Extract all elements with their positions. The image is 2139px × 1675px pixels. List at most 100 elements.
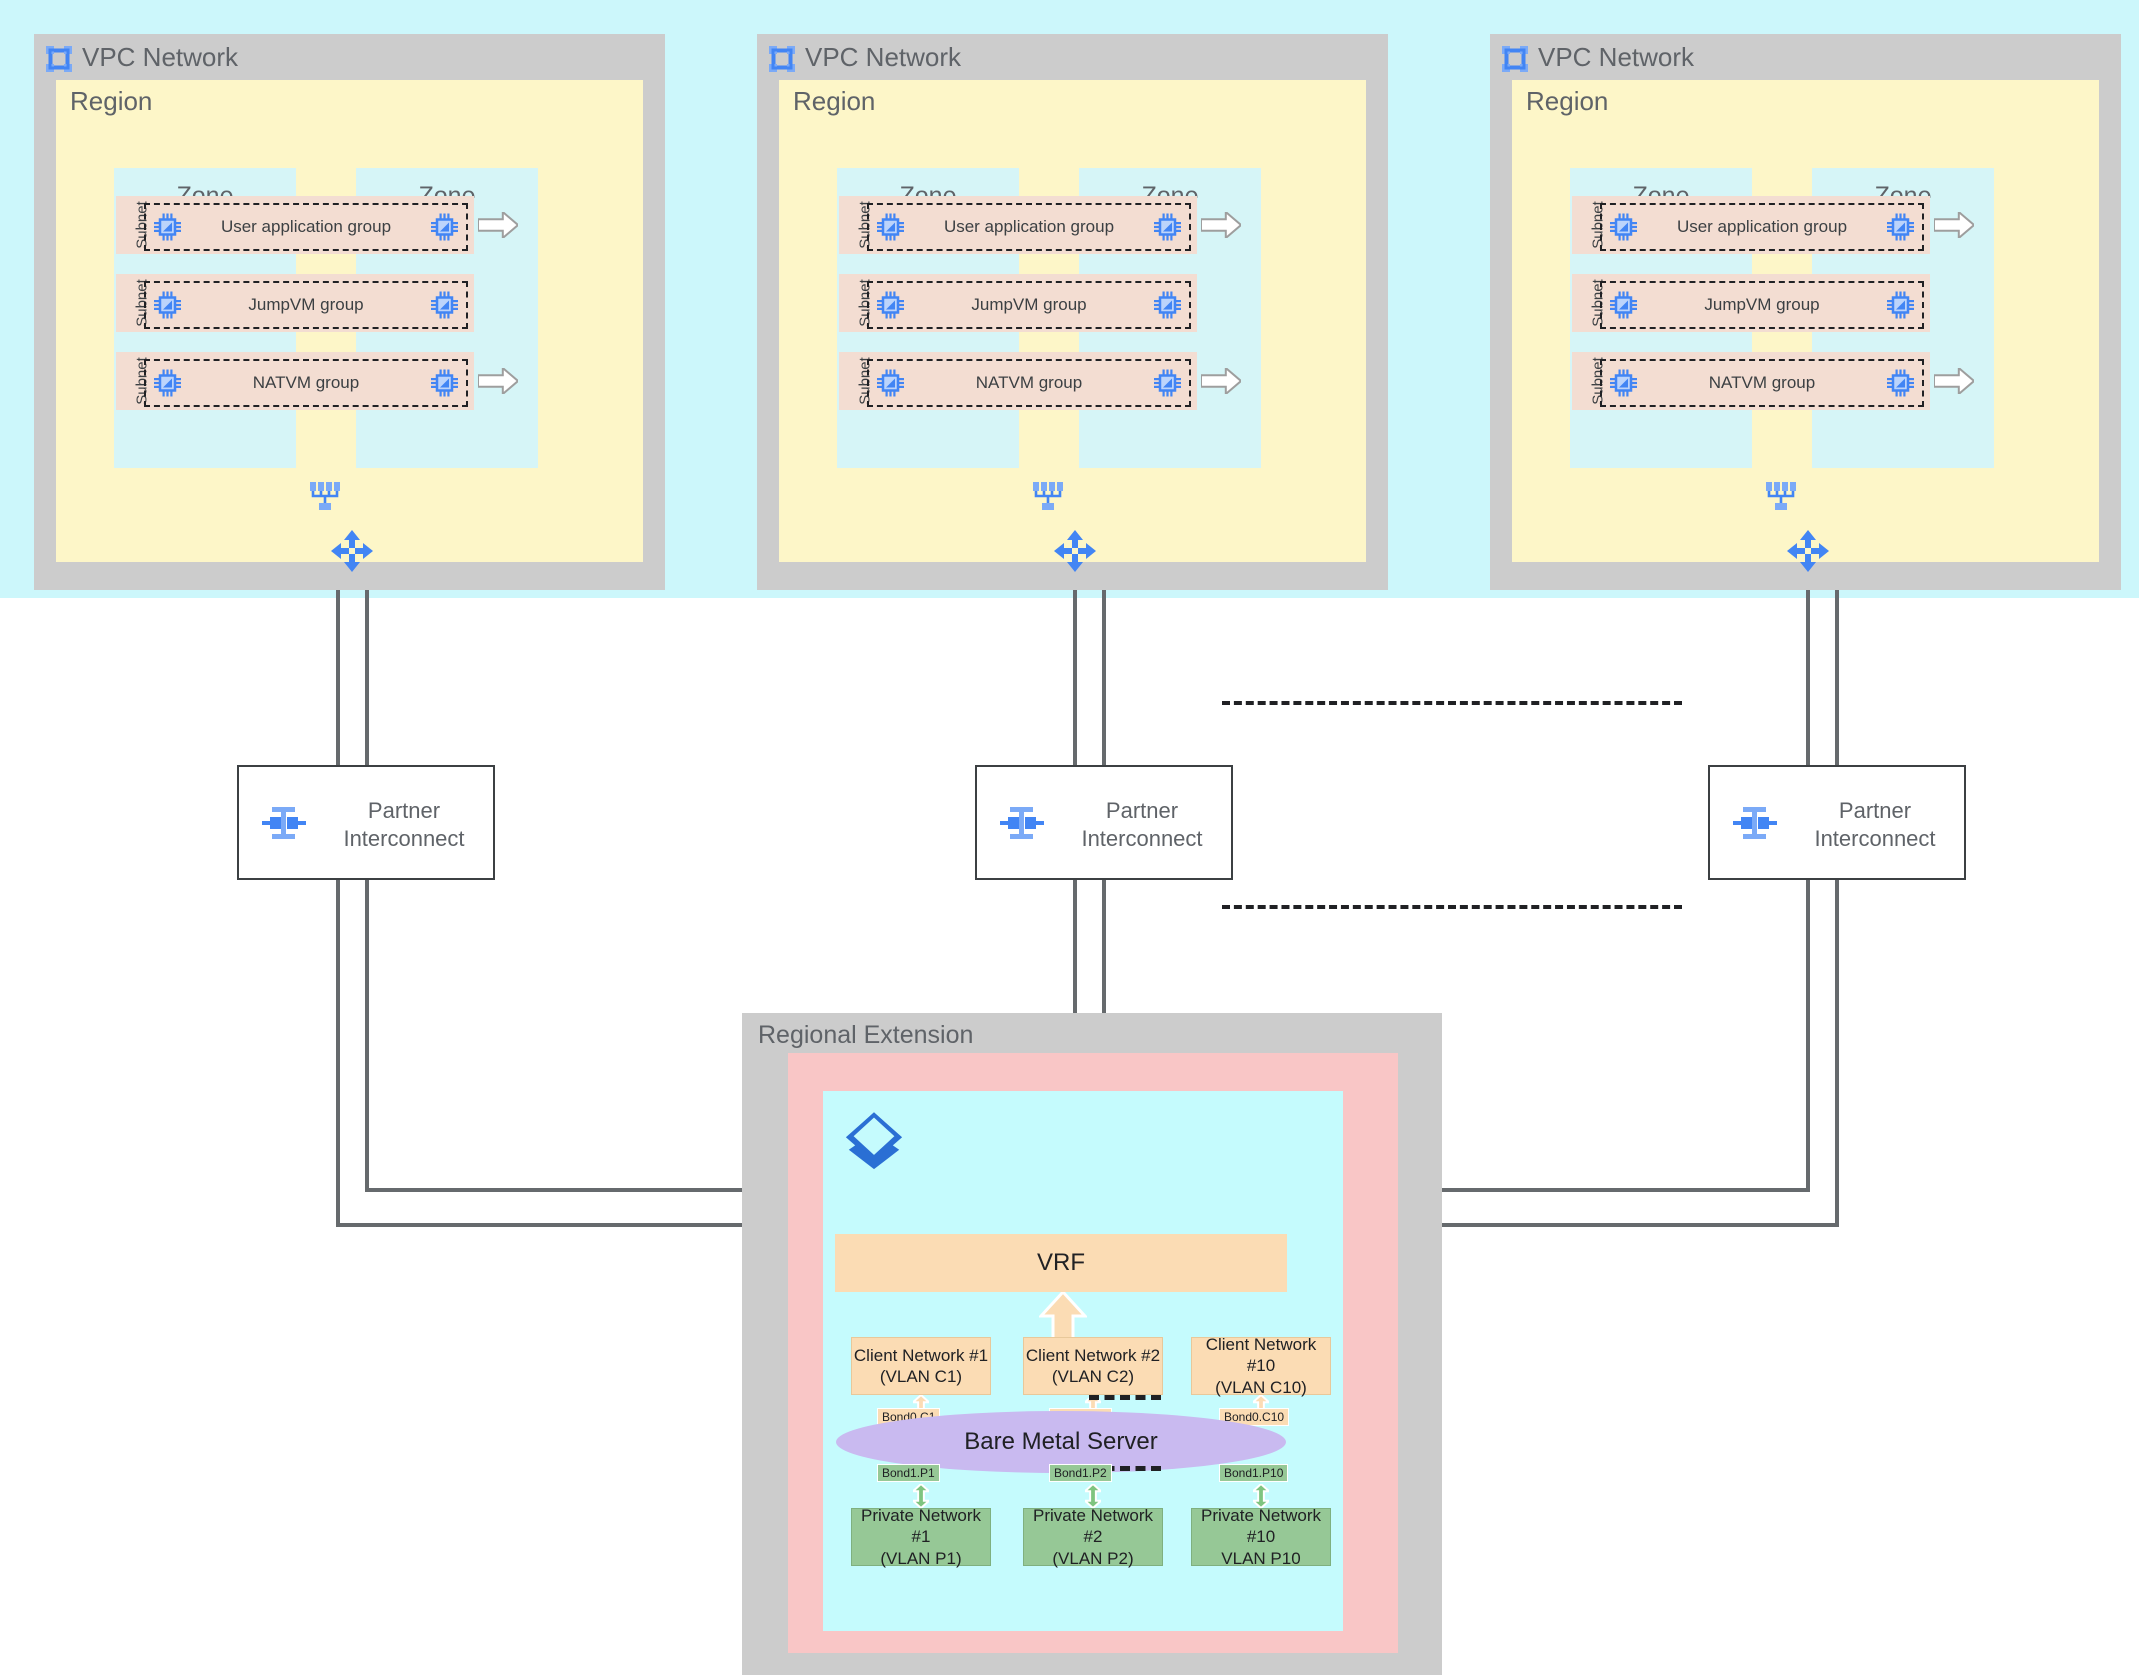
vm-chip-icon <box>431 291 458 319</box>
load-balancer-icon[interactable] <box>1764 482 1800 514</box>
instance-group-label: User application group <box>1676 217 1848 236</box>
region-title: Region <box>70 86 153 116</box>
private-network-name: Private Network #1 <box>861 1506 981 1547</box>
vm-chip-icon <box>1610 291 1637 319</box>
vm-chip-icon <box>877 213 904 241</box>
instance-group-label: User application group <box>943 217 1115 236</box>
instance-group-3[interactable]: NATVM group <box>867 359 1191 407</box>
subnet-3[interactable]: Subnet NATVM group <box>116 352 474 410</box>
instance-group-2[interactable]: JumpVM group <box>867 281 1191 329</box>
bond-tag-client-3: Bond0.C10 <box>1219 1408 1290 1426</box>
vm-chip-icon <box>431 369 458 397</box>
cloud-router-icon[interactable] <box>1787 530 1829 572</box>
partner-interconnect-icon <box>261 803 307 843</box>
private-network-1[interactable]: Private Network #1(VLAN P1) <box>851 1506 991 1568</box>
region-container: RegionZoneZoneSubnet User application gr… <box>56 80 643 562</box>
egress-arrow <box>477 209 520 241</box>
region-title: Region <box>1526 86 1609 116</box>
load-balancer-icon[interactable] <box>1031 482 1067 514</box>
partner-interconnect-icon <box>1732 803 1778 843</box>
load-balancer-icon[interactable] <box>308 482 344 514</box>
vpc-network-3[interactable]: VPC Network RegionZoneZoneSubnet <box>1490 34 2121 590</box>
instance-group-2[interactable]: JumpVM group <box>1600 281 1924 329</box>
client-network-ellipsis <box>1089 1395 1161 1400</box>
vpc-network-1[interactable]: VPC Network RegionZoneZoneSubnet <box>34 34 665 590</box>
cloud-router-icon[interactable] <box>1054 530 1096 572</box>
vpc-network-icon <box>44 44 74 74</box>
instance-group-3[interactable]: NATVM group <box>1600 359 1924 407</box>
vm-chip-icon <box>431 213 458 241</box>
private-network-vlan: (VLAN P2) <box>1052 1548 1134 1568</box>
client-network-3[interactable]: Client Network #10(VLAN C10) <box>1191 1335 1331 1397</box>
instance-group-1[interactable]: User application group <box>867 203 1191 251</box>
vm-chip-icon <box>154 369 181 397</box>
instance-group-label: JumpVM group <box>248 295 364 314</box>
vm-chip-icon <box>1887 369 1914 397</box>
layers-icon <box>843 1111 905 1175</box>
vm-chip-icon <box>1154 369 1181 397</box>
partner-interconnect-icon <box>999 803 1045 843</box>
subnet-2[interactable]: Subnet JumpVM group <box>1572 274 1930 332</box>
instance-group-2[interactable]: JumpVM group <box>144 281 468 329</box>
subnet-1[interactable]: Subnet User application group <box>1572 196 1930 254</box>
private-network-2[interactable]: Private Network #2(VLAN P2) <box>1023 1506 1163 1568</box>
client-network-1[interactable]: Client Network #1 (VLAN C1) <box>851 1337 991 1395</box>
vm-chip-icon <box>154 291 181 319</box>
instance-group-label: User application group <box>220 217 392 236</box>
vm-chip-icon <box>1887 291 1914 319</box>
vm-chip-icon <box>877 369 904 397</box>
client-network-vlan: (VLAN C1) <box>879 1367 963 1386</box>
instance-group-3[interactable]: NATVM group <box>144 359 468 407</box>
instance-group-label: NATVM group <box>1708 373 1816 392</box>
client-network-vlan: (VLAN C10) <box>1215 1377 1307 1397</box>
egress-arrow <box>1933 209 1976 241</box>
vm-chip-icon <box>1610 369 1637 397</box>
partner-interconnect-label-line1: Partner <box>367 798 441 823</box>
vm-chip-icon <box>1154 213 1181 241</box>
vpc-network-title: VPC Network <box>82 42 239 72</box>
vm-chip-icon <box>1887 213 1914 241</box>
cloud-router-icon[interactable] <box>331 530 373 572</box>
subnet-2[interactable]: Subnet JumpVM group <box>116 274 474 332</box>
instance-group-1[interactable]: User application group <box>1600 203 1924 251</box>
subnet-2[interactable]: Subnet JumpVM group <box>839 274 1197 332</box>
vpc-network-2[interactable]: VPC Network RegionZoneZoneSubnet <box>757 34 1388 590</box>
subnet-3[interactable]: Subnet NATVM group <box>839 352 1197 410</box>
bond-tag-private-1: Bond1.P1 <box>877 1464 940 1482</box>
region-container: RegionZoneZoneSubnet User application gr… <box>1512 80 2099 562</box>
client-network-2[interactable]: Client Network #2(VLAN C2) <box>1023 1337 1163 1395</box>
vpc-network-icon <box>1500 44 1530 74</box>
instance-group-label: NATVM group <box>252 373 360 392</box>
private-network-ellipsis <box>1089 1466 1161 1471</box>
instance-group-label: NATVM group <box>975 373 1083 392</box>
client-network-vlan: (VLAN C2) <box>1051 1367 1135 1386</box>
bare-metal-server[interactable]: Bare Metal Server <box>836 1411 1286 1473</box>
subnet-3[interactable]: Subnet NATVM group <box>1572 352 1930 410</box>
private-network-vlan: VLAN P10 <box>1221 1548 1301 1568</box>
egress-arrow <box>1933 365 1976 397</box>
partner-interconnect-label-line2: Interconnect <box>1814 825 1936 851</box>
bond-tag-private-2: Bond1.P2 <box>1049 1464 1112 1482</box>
subnet-1[interactable]: Subnet User application group <box>116 196 474 254</box>
instance-group-label: JumpVM group <box>971 295 1087 314</box>
egress-arrow <box>1200 365 1243 397</box>
partner-interconnect-label-line1: Partner <box>1838 798 1912 823</box>
ellipsis-separator-top <box>1222 701 1682 705</box>
client-network-name: Client Network #1 <box>853 1345 989 1365</box>
partner-interconnect-label-line2: Interconnect <box>343 825 465 851</box>
subnet-1[interactable]: Subnet User application group <box>839 196 1197 254</box>
instance-group-1[interactable]: User application group <box>144 203 468 251</box>
vm-chip-icon <box>154 213 181 241</box>
client-network-name: Client Network #10 <box>1205 1335 1317 1376</box>
vrf-box[interactable]: VRF <box>835 1234 1287 1292</box>
vpc-network-icon <box>767 44 797 74</box>
regional-extension-container: Regional Extension VRF <box>742 1013 1442 1675</box>
